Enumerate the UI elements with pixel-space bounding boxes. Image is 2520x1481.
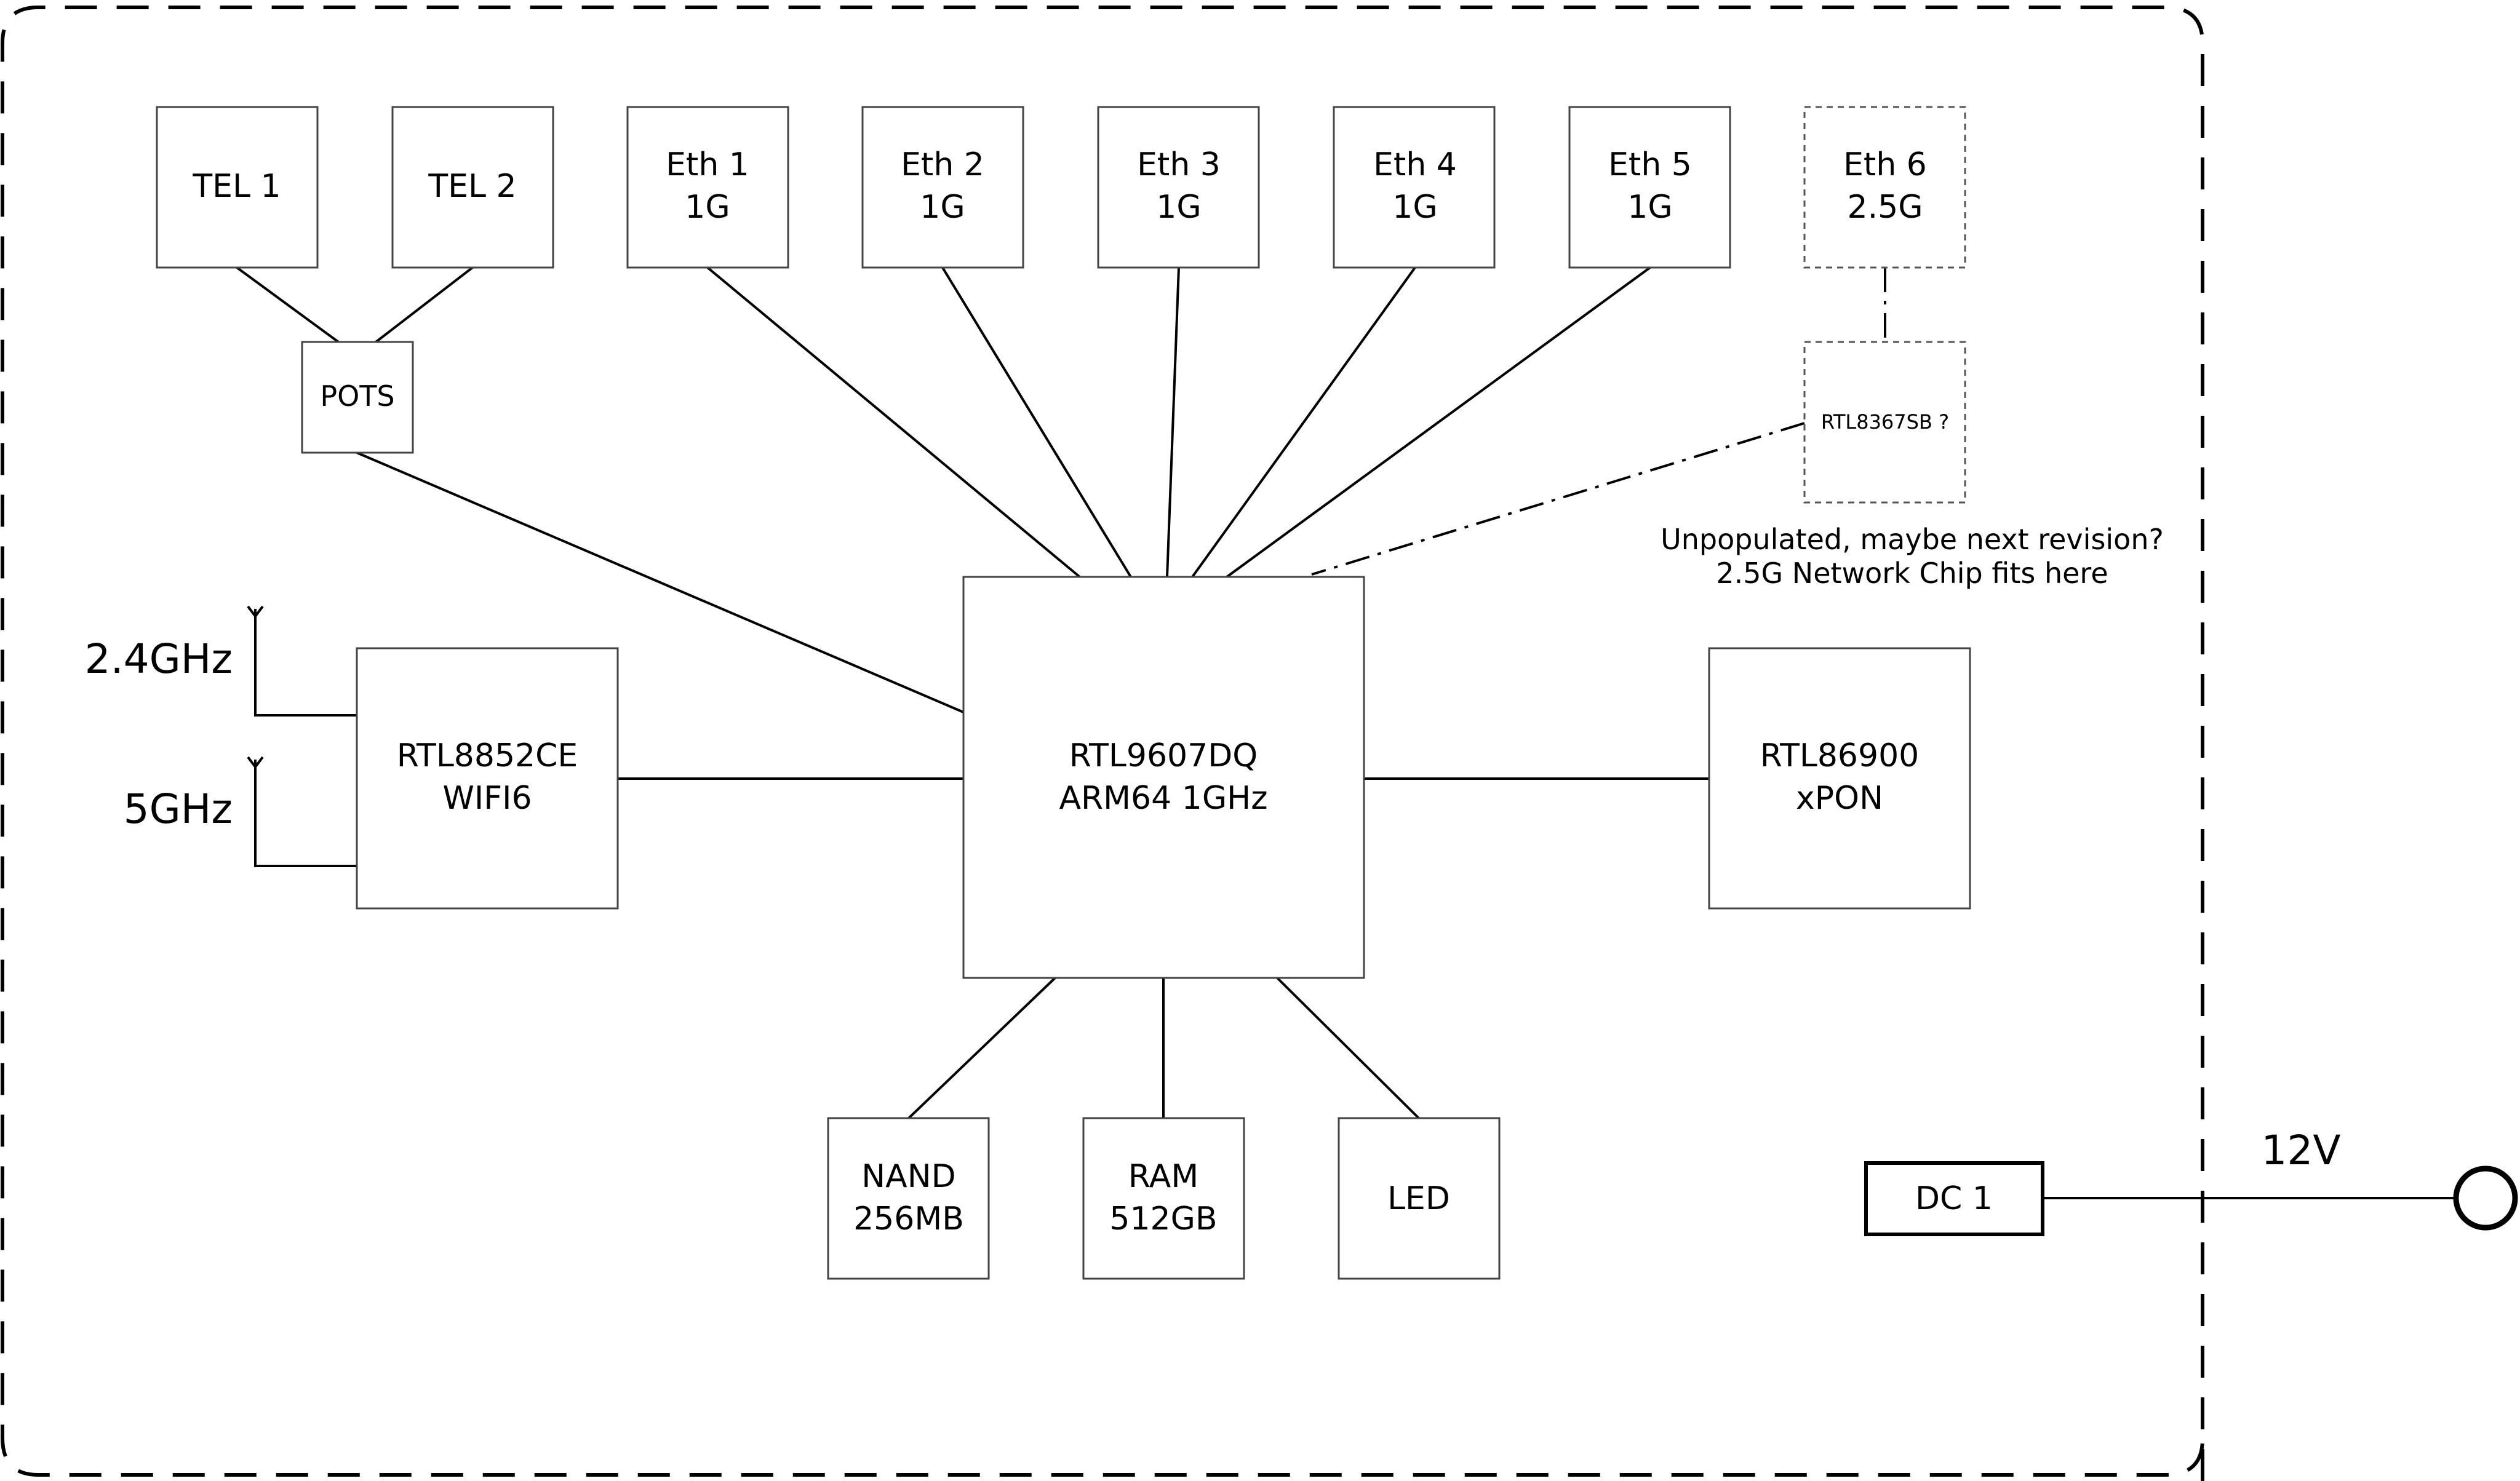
- antenna-24-icon: [247, 605, 357, 717]
- band-5-label: 5GHz: [124, 785, 233, 833]
- switch-chip-label: RTL8367SB ?: [1821, 410, 1949, 434]
- wifi-chip: [356, 647, 619, 910]
- link-eth3-soc: [1166, 267, 1180, 578]
- link-eth5-soc: [1226, 266, 1651, 578]
- nand-name: NAND: [861, 1158, 955, 1195]
- note-line-1: Unpopulated, maybe next revision?: [1661, 523, 2164, 556]
- link-soc-led: [1276, 977, 1420, 1119]
- nand-chip: [827, 1117, 990, 1280]
- eth1-port: [626, 106, 789, 269]
- eth6-port: [1803, 106, 1966, 269]
- band-24-label: 2.4GHz: [85, 635, 233, 683]
- enclosure-frame: [1, 6, 2204, 1481]
- switch-chip: [1803, 341, 1966, 504]
- pots-label: POTS: [320, 379, 394, 413]
- tel2-port: [391, 106, 554, 269]
- eth5-port: [1568, 106, 1731, 269]
- eth1-speed: 1G: [685, 189, 730, 226]
- eth3-name: Eth 3: [1137, 146, 1221, 183]
- led-label: LED: [1387, 1180, 1450, 1217]
- link-soc-nand: [907, 977, 1056, 1119]
- link-tel2-pots: [375, 266, 474, 343]
- ram-chip: [1082, 1117, 1245, 1280]
- eth5-name: Eth 5: [1608, 146, 1692, 183]
- eth2-speed: 1G: [920, 189, 965, 226]
- ram-size: 512GB: [1109, 1201, 1217, 1237]
- tel1-label: TEL 1: [192, 168, 281, 205]
- led-block: [1338, 1117, 1501, 1280]
- eth2-port: [861, 106, 1024, 269]
- pon-chip-spec: xPON: [1796, 780, 1883, 817]
- tel2-label: TEL 2: [428, 168, 516, 205]
- link-eth1-soc: [706, 266, 1081, 578]
- wifi-chip-name: RTL8852CE: [397, 737, 578, 774]
- wifi-chip-spec: WIFI6: [442, 780, 532, 817]
- pots-chip: [301, 341, 414, 454]
- eth3-port: [1097, 106, 1260, 269]
- soc-spec: ARM64 1GHz: [1059, 780, 1267, 817]
- eth2-name: Eth 2: [901, 146, 984, 183]
- eth6-name: Eth 6: [1843, 146, 1927, 183]
- link-pots-soc: [356, 451, 964, 713]
- link-tel1-pots: [236, 266, 340, 343]
- note-line-2: 2.5G Network Chip fits here: [1716, 557, 2108, 590]
- connections: [236, 266, 2455, 1199]
- antenna-5-icon: [247, 756, 357, 867]
- eth3-speed: 1G: [1156, 189, 1201, 226]
- soc-chip: [962, 576, 1365, 979]
- eth4-name: Eth 4: [1373, 146, 1457, 183]
- eth5-speed: 1G: [1627, 189, 1672, 226]
- soc-name: RTL9607DQ: [1069, 737, 1258, 774]
- eth6-speed: 2.5G: [1848, 189, 1923, 226]
- eth1-name: Eth 1: [666, 146, 749, 183]
- link-switch-soc: [1311, 422, 1805, 576]
- eth4-speed: 1G: [1392, 189, 1437, 226]
- ram-name: RAM: [1128, 1158, 1198, 1195]
- dc-jack-block: [1864, 1161, 2044, 1236]
- pon-chip-name: RTL86900: [1760, 737, 1920, 774]
- nand-size: 256MB: [853, 1201, 964, 1237]
- pon-chip: [1708, 647, 1971, 910]
- tel1-port: [156, 106, 319, 269]
- eth4-port: [1333, 106, 1496, 269]
- power-input-icon: [2453, 1165, 2518, 1231]
- link-eth2-soc: [941, 266, 1132, 578]
- dc-label: DC 1: [1915, 1180, 1993, 1217]
- link-eth4-soc: [1191, 266, 1416, 578]
- voltage-label: 12V: [2261, 1127, 2340, 1174]
